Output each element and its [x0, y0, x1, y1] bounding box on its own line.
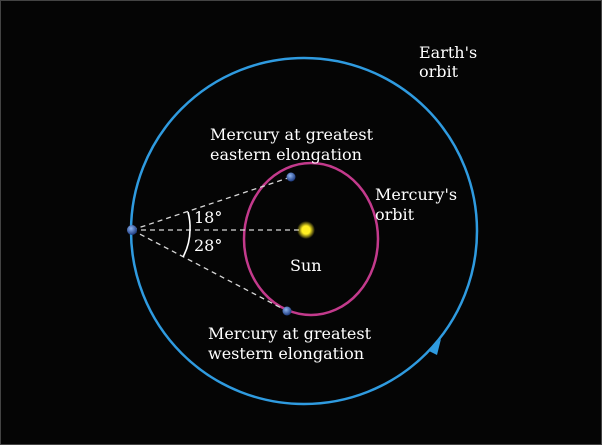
mercury-orbit-label-line1: Mercury's — [375, 185, 457, 204]
mercury-western-icon — [282, 306, 292, 316]
angle-western-label: 28° — [194, 236, 222, 255]
western-elongation-label-line2: western elongation — [208, 344, 364, 363]
earth-orbit-label-line1: Earth's — [419, 43, 477, 62]
angle-arc-eastern — [187, 211, 191, 231]
eastern-elongation-label-line1: Mercury at greatest — [210, 125, 374, 144]
sightline-western — [131, 229, 288, 312]
sun — [302, 226, 310, 234]
earth-icon — [127, 225, 137, 235]
angle-eastern-label: 18° — [194, 208, 222, 227]
sun-label: Sun — [290, 256, 322, 275]
western-elongation-label-line1: Mercury at greatest — [208, 324, 372, 343]
eastern-elongation-label-line2: eastern elongation — [210, 145, 362, 164]
earth-orbit-label-line2: orbit — [419, 62, 459, 81]
mercury-orbit — [242, 161, 380, 317]
orbit-direction-arrow — [429, 339, 441, 355]
angle-arc-western — [182, 229, 191, 258]
mercury-eastern-icon — [286, 172, 296, 182]
mercury-orbit-label-line2: orbit — [375, 205, 415, 224]
sightline-eastern — [131, 176, 292, 231]
